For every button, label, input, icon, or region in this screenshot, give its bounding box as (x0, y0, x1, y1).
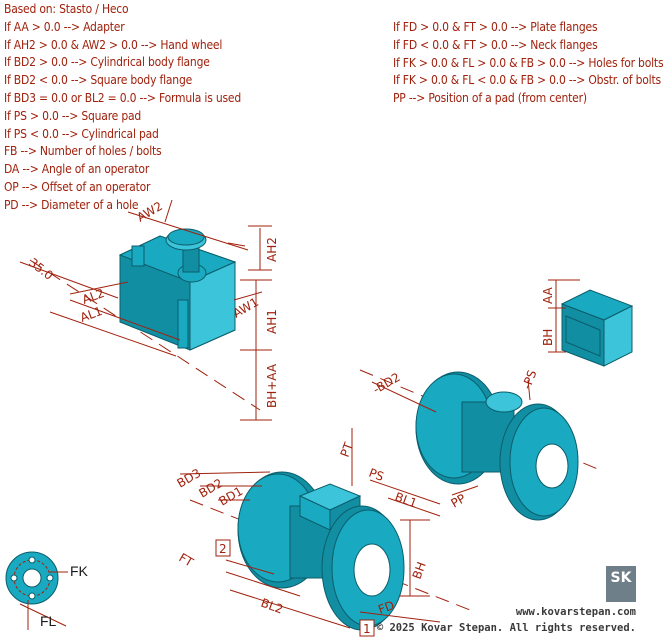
mark-2: 2 (219, 542, 227, 556)
dim-al1: AL1 (78, 304, 104, 325)
copyright-text: © 2025 Kovar Stepan. All rights reserved… (376, 622, 636, 634)
adapter-body-front (189, 261, 236, 351)
note-line: If PS < 0.0 --> Cylindrical pad (4, 126, 159, 141)
note-line: If BD2 < 0.0 --> Square body flange (4, 73, 193, 88)
note-line: Based on: Stasto / Heco (4, 2, 129, 16)
note-line: PD --> Diameter of a hole (4, 197, 139, 212)
dim-neg-bd2: -BD2 (371, 370, 403, 397)
notes-left: Based on: Stasto / Heco If AA > 0.0 --> A… (4, 1, 241, 215)
centerline (29, 259, 261, 411)
detail-bore (22, 568, 42, 588)
note-line: If FD < 0.0 & FT > 0.0 --> Neck flanges (393, 37, 598, 52)
note-line: PP --> Position of a pad (from center) (393, 91, 587, 106)
dim-al2: AL2 (80, 286, 106, 307)
notes-right: If FD > 0.0 & FT > 0.0 --> Plate flanges… (393, 19, 663, 108)
mark-1: 1 (363, 622, 371, 636)
dim-bl2: BL2 (259, 596, 285, 617)
valve-main: BD3 BD2 BD1 PT PS BL1 FT BL2 FD BH 2 1 (175, 428, 471, 637)
note-line: If PS > 0.0 --> Square pad (4, 108, 142, 123)
main-bore (353, 543, 391, 597)
note-line: If FK > 0.0 & FL > 0.0 & FB > 0.0 --> Ho… (393, 55, 663, 70)
pad-front (603, 305, 633, 367)
dim-ft: FT (177, 550, 197, 569)
dim-pt: PT (338, 440, 356, 459)
dim-pp: PP (449, 491, 469, 510)
bolt-hole (46, 574, 54, 582)
neck-bore (535, 443, 569, 489)
mark-box-1 (359, 619, 375, 637)
note-line: If FK > 0.0 & FL < 0.0 & FB > 0.0 --> Ob… (393, 73, 661, 88)
flange-detail: FK FL (5, 551, 89, 630)
dim-ah1: AH1 (265, 309, 279, 334)
website-link[interactable]: www.kovarstepan.com (515, 606, 636, 618)
dim-bh: BH (410, 560, 429, 581)
valve-drawing: AW2 AH2 AW1 AH1 BH+AA AL2 AL1 35.0 AA BH… (5, 199, 634, 637)
note-line: If AA > 0.0 --> Adapter (4, 19, 125, 34)
mark-box-2 (215, 539, 231, 557)
note-line: OP --> Offset of an operator (4, 179, 151, 194)
dim-fk: FK (70, 563, 89, 579)
dim-fl: FL (40, 613, 57, 629)
dim-angle: 35.0 (26, 255, 56, 282)
bolt-hole (10, 574, 18, 582)
neck-pad (485, 391, 523, 413)
adapter-assembly: AW2 AH2 AW1 AH1 BH+AA AL2 AL1 35.0 (19, 199, 279, 421)
dim-ps: PS (367, 466, 386, 484)
dim-bl1: BL1 (393, 490, 419, 511)
logo-letters: SK (611, 570, 633, 586)
sk-logo: SK (606, 566, 636, 602)
dim-bh-pad: BH (541, 329, 555, 346)
pad-opening (565, 315, 601, 357)
note-line: FB --> Number of holes / bolts (4, 144, 162, 159)
dim-bh-aa: BH+AA (265, 363, 279, 408)
dim-aa: AA (541, 286, 555, 304)
dim-fd: FD (376, 598, 396, 617)
adapter-corner (177, 299, 189, 349)
handwheel-top (167, 228, 205, 246)
note-line: If FD > 0.0 & FT > 0.0 --> Plate flanges (393, 20, 598, 34)
note-line: If AH2 > 0.0 & AW2 > 0.0 --> Hand wheel (4, 37, 223, 52)
note-line: If BD3 = 0.0 or BL2 = 0.0 --> Formula is… (4, 90, 242, 105)
dim-neg-ps: -PS (520, 368, 540, 391)
note-line: If BD2 > 0.0 --> Cylindrical body flange (4, 55, 210, 70)
knob-stem (182, 247, 200, 273)
pad-assembly: AA BH (541, 279, 634, 367)
centerline-3 (189, 499, 471, 611)
adapter-lug (131, 245, 145, 267)
note-line: DA --> Angle of an operator (4, 162, 150, 177)
bolt-hole (28, 592, 36, 600)
dim-ah2: AH2 (265, 237, 279, 262)
bolt-hole (28, 556, 36, 564)
